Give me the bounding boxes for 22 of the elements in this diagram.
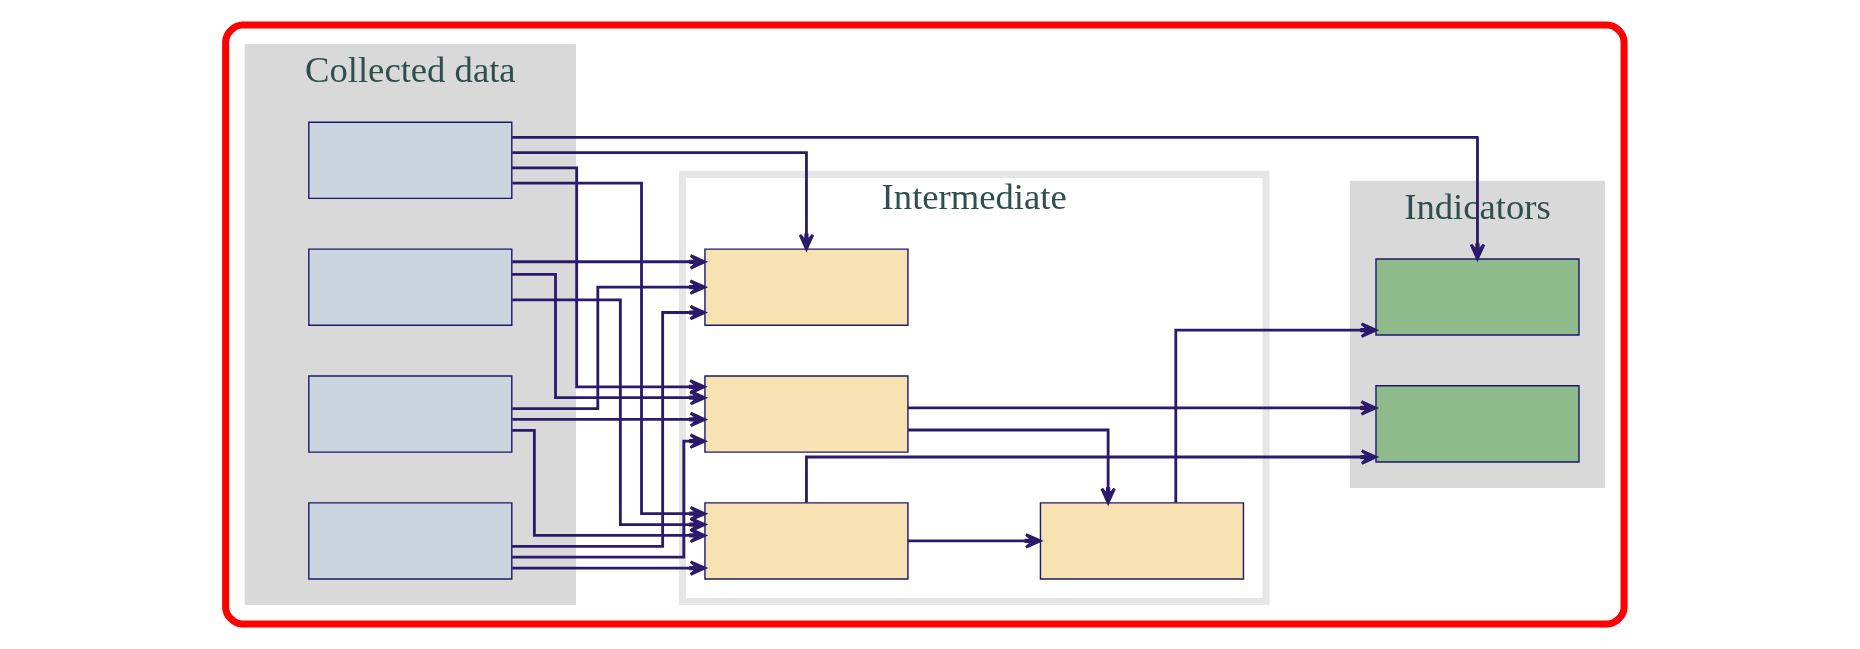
node-box	[307, 375, 512, 453]
cluster: Collected data	[244, 43, 576, 606]
node-box	[703, 502, 909, 580]
arrow	[907, 533, 1042, 549]
node-box	[307, 248, 512, 326]
node-box	[307, 502, 512, 580]
node-box	[703, 248, 909, 326]
node-box	[703, 375, 909, 453]
node-box	[1374, 258, 1580, 336]
arrow	[511, 151, 814, 251]
arrow	[907, 400, 1377, 416]
arrow	[511, 411, 706, 428]
cluster	[221, 21, 1628, 628]
arrow	[511, 136, 1485, 261]
node-box	[1374, 385, 1580, 463]
node-box	[1039, 502, 1244, 580]
arrow	[511, 254, 706, 270]
arrow	[511, 560, 706, 576]
arrow	[907, 428, 1116, 505]
node-box	[307, 121, 512, 200]
cluster: Intermediate	[678, 170, 1270, 606]
arrow	[1173, 322, 1377, 503]
